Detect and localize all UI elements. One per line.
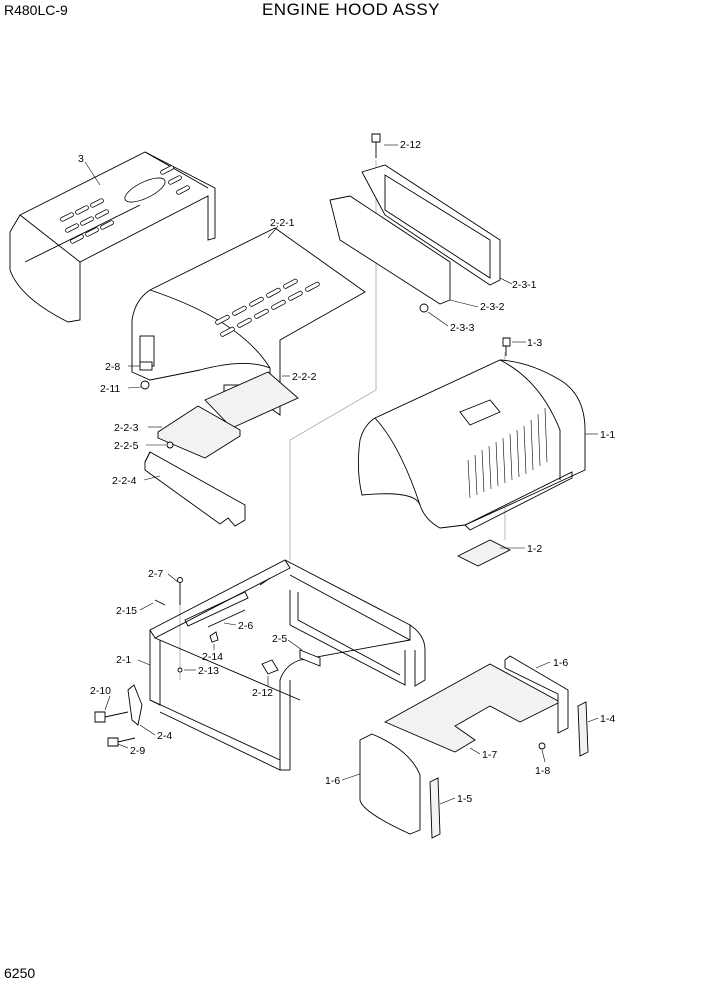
label-2-1: 2-1 <box>116 654 131 666</box>
part-1-5-strip <box>429 777 441 839</box>
label-2-2-5: 2-2-5 <box>114 440 139 452</box>
part-labels: 3 2-2-1 2-12 2-3-1 2-3-2 2-3-3 1-3 1-1 1… <box>78 139 615 805</box>
label-2-2-2: 2-2-2 <box>292 371 317 383</box>
part-1-4-strip <box>577 701 589 757</box>
model-code: R480LC-9 <box>4 2 68 18</box>
label-2-7: 2-7 <box>148 568 163 580</box>
part-2-2-3-plate <box>157 405 241 459</box>
part-2-3-1-frame <box>361 164 501 286</box>
part-1-7-floor-plate <box>383 663 561 753</box>
part-2-1-frame <box>149 559 426 771</box>
label-2-2-4: 2-2-4 <box>112 475 137 487</box>
label-1-2: 1-2 <box>527 543 542 555</box>
label-2-13: 2-13 <box>198 665 219 677</box>
label-2-9: 2-9 <box>130 745 145 757</box>
label-2-3-1: 2-3-1 <box>512 279 537 291</box>
part-1-2-plate <box>456 539 512 567</box>
label-2-5: 2-5 <box>272 633 287 645</box>
part-3-hood-cover <box>9 151 216 323</box>
label-2-14: 2-14 <box>202 651 223 663</box>
part-1-6-side-panel-upper <box>504 655 569 734</box>
label-1-3: 1-3 <box>527 337 542 349</box>
label-2-4: 2-4 <box>157 730 172 742</box>
label-2-10: 2-10 <box>90 685 111 697</box>
label-1-4: 1-4 <box>600 713 615 725</box>
label-1-7: 1-7 <box>482 749 497 761</box>
hardware <box>94 133 546 750</box>
part-2-2-2-plate <box>204 371 299 429</box>
label-2-3-2: 2-3-2 <box>480 301 505 313</box>
label-2-3-3: 2-3-3 <box>450 322 475 334</box>
page-title: ENGINE HOOD ASSY <box>261 0 441 19</box>
page-number: 6250 <box>4 965 36 981</box>
label-2-15: 2-15 <box>116 605 137 617</box>
part-1-1-engine-hood <box>357 359 586 531</box>
label-1-8: 1-8 <box>535 765 550 777</box>
label-1-6-top: 1-6 <box>553 657 568 669</box>
label-3: 3 <box>78 153 84 165</box>
leader-lines <box>84 144 599 805</box>
label-1-6-bottom: 1-6 <box>325 775 340 787</box>
label-2-12-bottom: 2-12 <box>252 687 273 699</box>
part-1-6-side-panel-lower <box>359 733 421 835</box>
part-2-2-4-bracket <box>144 451 246 527</box>
label-1-1: 1-1 <box>600 429 615 441</box>
label-2-12-top: 2-12 <box>400 139 421 151</box>
label-2-6: 2-6 <box>238 620 253 632</box>
label-2-2-1: 2-2-1 <box>270 217 295 229</box>
label-2-8: 2-8 <box>105 361 120 373</box>
label-2-11: 2-11 <box>100 383 120 395</box>
label-1-5: 1-5 <box>457 793 472 805</box>
label-2-2-3: 2-2-3 <box>114 422 139 434</box>
